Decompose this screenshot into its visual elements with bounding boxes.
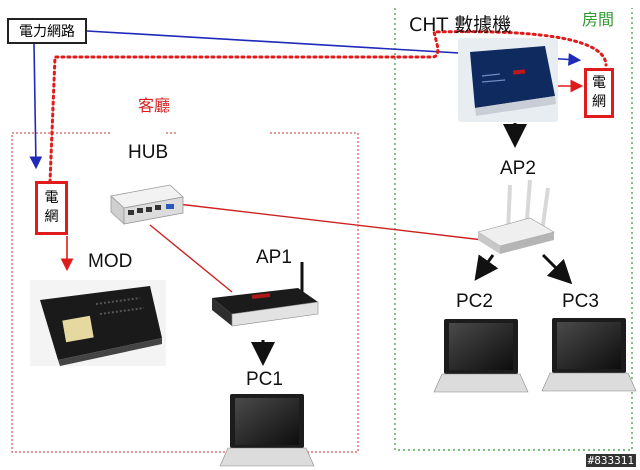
watermark: #833311 bbox=[585, 454, 636, 467]
ap2-label: AP2 bbox=[500, 158, 536, 179]
hub-image bbox=[110, 184, 184, 225]
hub-to-ap2-line bbox=[177, 203, 484, 241]
power-network-label: 電力網路 bbox=[19, 24, 75, 40]
room-label: 房間 bbox=[582, 10, 615, 29]
pc3-label: PC3 bbox=[562, 291, 599, 312]
living-room-boundary bbox=[11, 132, 359, 453]
plc-dotted-link bbox=[48, 30, 608, 184]
pc3-laptop-image bbox=[541, 318, 637, 392]
pc2-label: PC2 bbox=[456, 291, 493, 312]
modem-image bbox=[458, 38, 558, 122]
power-network-box: 電力網路 bbox=[7, 18, 87, 44]
living-room-label: 客廳 bbox=[138, 96, 171, 115]
plc-living-line2: 網 bbox=[44, 209, 59, 225]
plc-living-line1: 電 bbox=[44, 190, 59, 207]
ap1-image bbox=[212, 262, 319, 327]
ap2-to-pc3-arrow bbox=[541, 253, 573, 285]
ap2-to-pc2-arrow bbox=[474, 254, 499, 281]
mod-label: MOD bbox=[88, 251, 133, 272]
plc-adapter-living: 電 網 bbox=[35, 181, 68, 235]
ap2-image bbox=[477, 179, 555, 254]
pc1-label: PC1 bbox=[246, 369, 283, 390]
power-line-to-living bbox=[29, 43, 43, 170]
plc-adapter-room: 電 網 bbox=[584, 68, 614, 118]
modem-label: CHT 數據機 bbox=[409, 14, 512, 36]
plc-room-line1: 電 bbox=[592, 75, 606, 92]
pc1-laptop-image bbox=[219, 394, 315, 467]
pc2-laptop-image bbox=[433, 319, 529, 393]
mod-image bbox=[30, 280, 166, 366]
ap1-label: AP1 bbox=[256, 247, 292, 268]
hub-to-ap1-line bbox=[149, 224, 233, 293]
plc-room-line2: 網 bbox=[592, 94, 606, 110]
hub-label: HUB bbox=[128, 142, 169, 163]
